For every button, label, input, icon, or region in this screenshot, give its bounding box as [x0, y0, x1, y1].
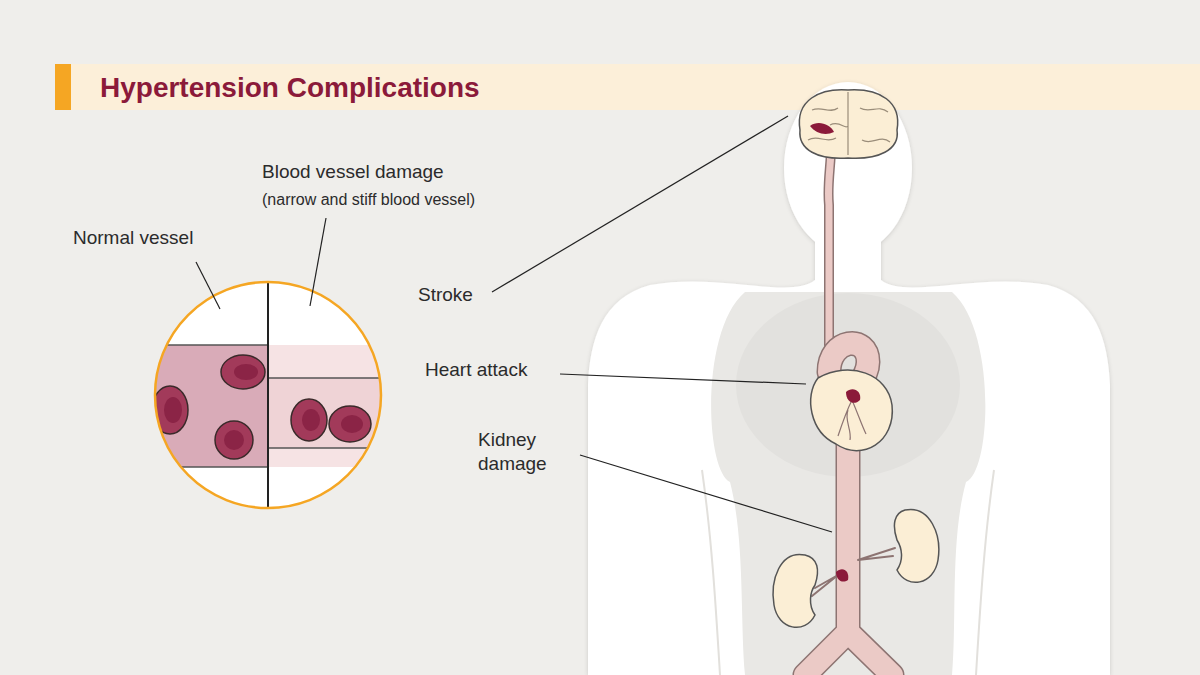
heart	[811, 370, 893, 451]
vessel-inset	[150, 280, 390, 510]
title-text: Hypertension Complications	[100, 70, 480, 105]
kidney	[773, 509, 939, 627]
inset-divider	[267, 282, 269, 508]
label-text: Kidney damage	[478, 428, 578, 476]
torso-region	[711, 292, 985, 675]
chest-region	[736, 293, 960, 477]
label-text: (narrow and stiff blood vessel)	[262, 190, 475, 210]
label-text: Heart attack	[425, 358, 527, 382]
title-band	[55, 64, 1200, 110]
arteries	[805, 112, 895, 675]
leader-line	[196, 116, 832, 532]
label-text: Stroke	[418, 283, 473, 307]
label-text: Blood vessel damage	[262, 160, 444, 184]
title-accent	[55, 64, 71, 110]
inset-border	[155, 282, 381, 508]
label-text: Normal vessel	[73, 226, 193, 250]
brain	[799, 90, 897, 158]
